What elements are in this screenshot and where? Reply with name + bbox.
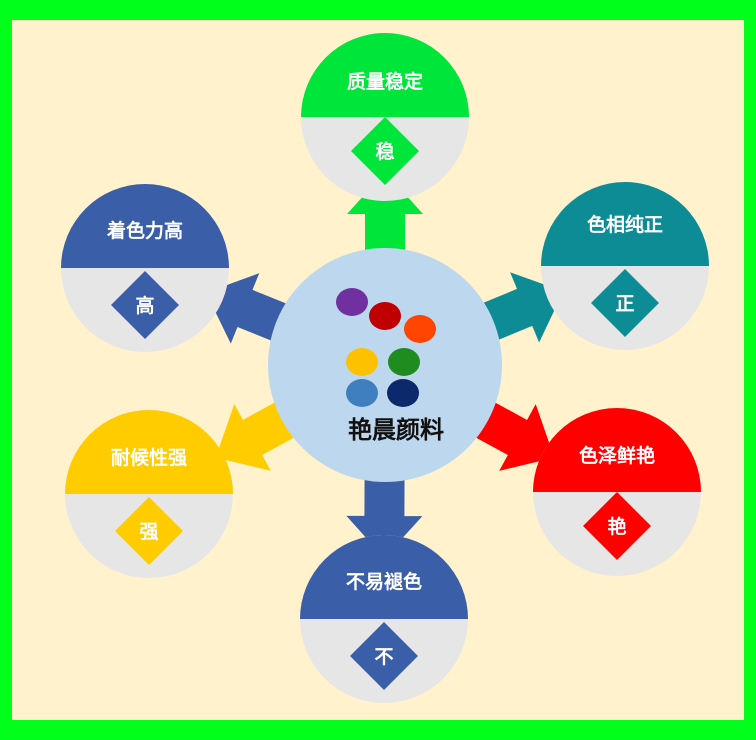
center-title: 艳晨颜料 (348, 415, 444, 444)
node-char: 艳 (607, 515, 626, 538)
node-cap (301, 33, 469, 117)
node-title: 色相纯正 (587, 213, 663, 236)
center-hub: 艳晨颜料 (268, 248, 502, 482)
node-diamond (351, 117, 419, 185)
arrow-pure (474, 272, 564, 344)
node-cap (61, 184, 229, 268)
node-cap (300, 535, 468, 619)
node-diamond (111, 271, 179, 339)
node-title: 不易褪色 (346, 570, 422, 593)
pigment-dot (387, 379, 419, 407)
arrow-tinting (206, 273, 296, 345)
node-char: 正 (615, 293, 634, 315)
node-char: 强 (139, 521, 158, 543)
node-cap (65, 410, 233, 494)
node-cap (541, 182, 709, 266)
node-char: 稳 (375, 140, 394, 163)
pigment-dots (336, 288, 436, 407)
arrows-layer (206, 172, 564, 558)
center-circle (268, 248, 502, 482)
node-title: 着色力高 (107, 219, 183, 242)
node-title: 耐候性强 (111, 446, 187, 469)
node-diamond (583, 492, 651, 560)
pigment-dot (346, 379, 378, 407)
node-cap (533, 408, 701, 492)
pigment-dot (404, 315, 436, 343)
node-char: 高 (135, 294, 154, 317)
diagram-canvas: 艳晨颜料 质量稳定稳色相纯正正色泽鲜艳艳不易褪色不耐候性强强着色力高高 (12, 20, 744, 720)
node-diamond (591, 269, 659, 337)
pigment-dot (346, 348, 378, 376)
node-title: 质量稳定 (347, 70, 423, 93)
pigment-dot (336, 288, 368, 316)
node-diamond (350, 622, 418, 690)
arrow-nofade (346, 469, 423, 558)
node-char: 不 (374, 646, 393, 668)
node-diamond (115, 497, 183, 565)
node-title: 色泽鲜艳 (579, 444, 655, 467)
pigment-dot (369, 302, 401, 330)
pigment-dot (388, 348, 420, 376)
